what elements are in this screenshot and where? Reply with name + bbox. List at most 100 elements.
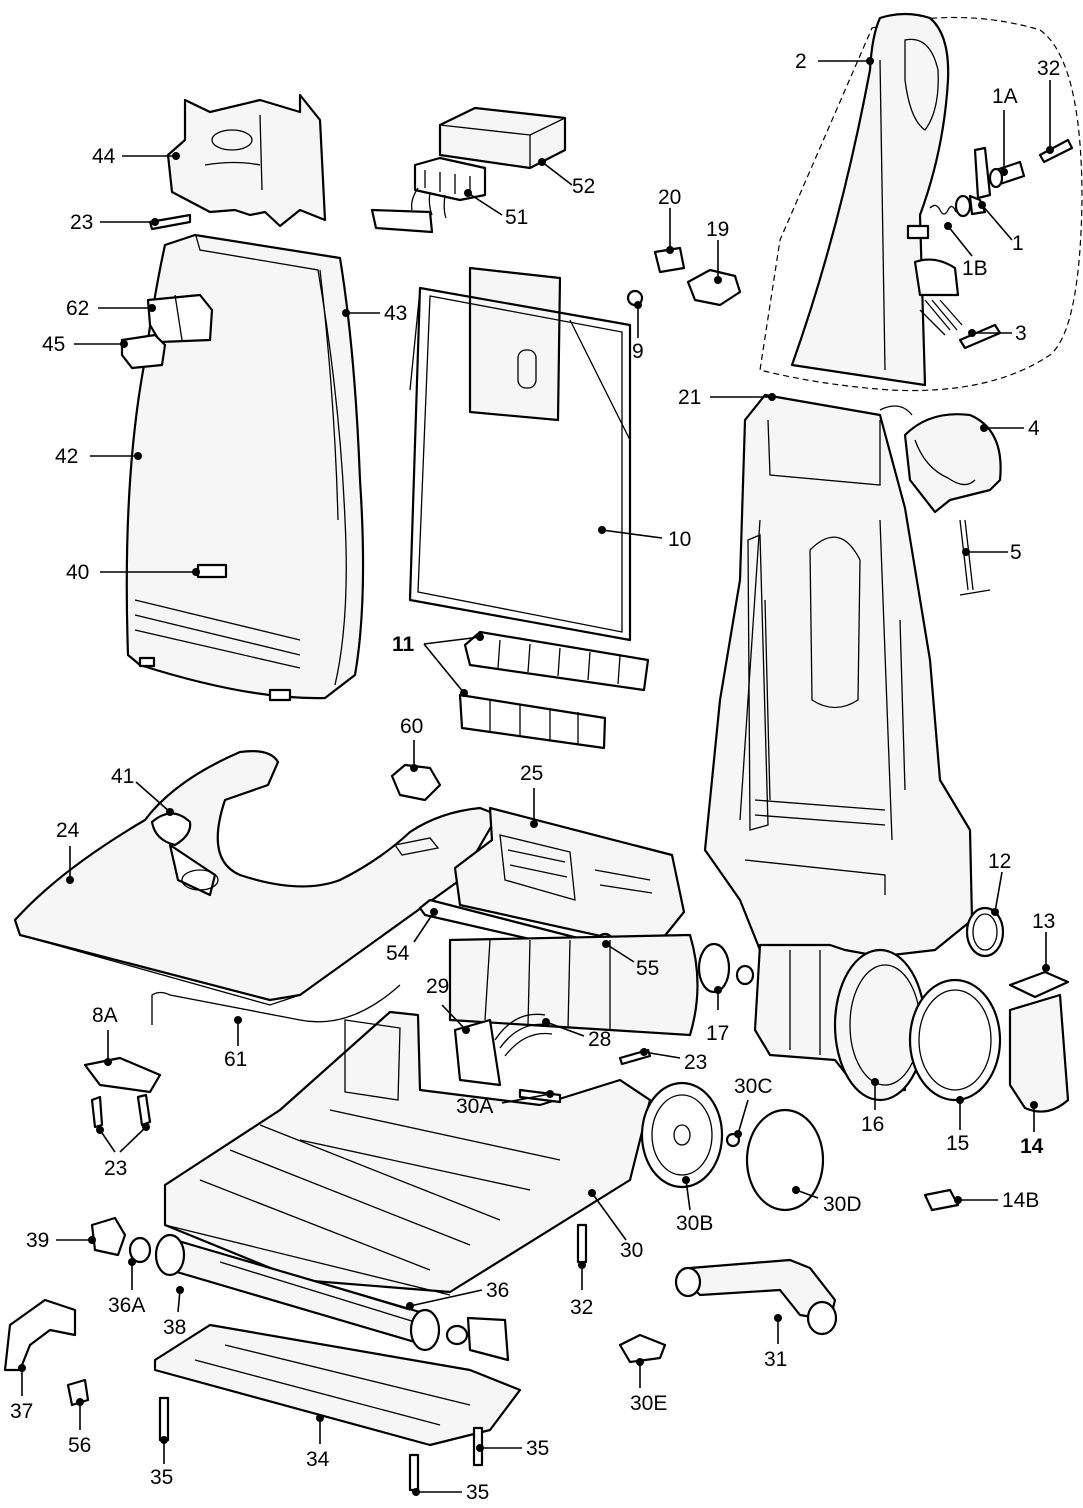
callout-p9: 9 xyxy=(632,301,644,363)
callout-p1: 1 xyxy=(978,201,1024,255)
callout-p11: 11 xyxy=(392,633,484,697)
rear-wheel-part xyxy=(640,1081,724,1189)
label-p37: 37 xyxy=(10,1400,33,1423)
nozzle-base-part xyxy=(163,1010,652,1296)
label-p20: 20 xyxy=(658,186,681,209)
label-p45: 45 xyxy=(42,333,65,356)
callout-p16: 16 xyxy=(861,1078,884,1136)
label-p38: 38 xyxy=(163,1316,186,1339)
cord-wire-part xyxy=(959,519,991,596)
callout-p35b: 35 xyxy=(476,1437,549,1460)
callout-p20: 20 xyxy=(658,186,681,254)
callout-p45: 45 xyxy=(42,333,128,356)
label-p23c: 23 xyxy=(104,1157,127,1180)
switch-parts xyxy=(626,246,742,307)
label-p34: 34 xyxy=(306,1448,330,1471)
bracket-8a-part xyxy=(83,1056,162,1129)
label-p42: 42 xyxy=(55,445,78,468)
label-p2: 2 xyxy=(795,50,807,73)
callout-p56: 56 xyxy=(68,1398,91,1457)
callout-p10: 10 xyxy=(598,526,691,551)
label-p30d: 30D xyxy=(823,1193,862,1216)
callout-p60: 60 xyxy=(400,715,423,772)
callout-p32a: 32 xyxy=(1037,57,1060,154)
label-p3: 3 xyxy=(1015,322,1027,345)
callout-p38: 38 xyxy=(163,1286,186,1339)
callout-p30b: 30B xyxy=(676,1176,713,1235)
callout-p29: 29 xyxy=(426,975,470,1034)
label-p9: 9 xyxy=(632,340,644,363)
label-p30: 30 xyxy=(620,1239,643,1262)
label-p32a: 32 xyxy=(1037,57,1060,80)
label-p55: 55 xyxy=(636,957,659,980)
label-p28: 28 xyxy=(588,1028,611,1051)
callout-p31: 31 xyxy=(764,1314,787,1371)
fan-tube-part xyxy=(448,933,731,1037)
label-p40: 40 xyxy=(66,561,89,584)
label-p36: 36 xyxy=(486,1279,509,1302)
label-p25: 25 xyxy=(520,762,543,785)
callout-p25: 25 xyxy=(520,762,543,828)
callout-p40: 40 xyxy=(66,561,200,584)
label-p10: 10 xyxy=(668,528,691,551)
label-p1a: 1A xyxy=(992,85,1018,108)
callout-p34: 34 xyxy=(306,1414,330,1471)
callout-p5: 5 xyxy=(962,541,1022,564)
bristle-part xyxy=(913,258,963,336)
label-p29: 29 xyxy=(426,975,449,998)
callout-p55: 55 xyxy=(602,940,659,980)
end-cap-parts xyxy=(3,1216,152,1407)
bottom-plate-part xyxy=(153,1323,522,1447)
callout-p15: 15 xyxy=(946,1096,969,1155)
label-p62: 62 xyxy=(66,297,89,320)
brushroll-part xyxy=(154,1233,510,1362)
label-p23b: 23 xyxy=(684,1051,707,1074)
handle-part xyxy=(790,12,950,387)
callout-p35c: 35 xyxy=(412,1481,489,1504)
top-cover-part xyxy=(166,93,327,228)
label-p19: 19 xyxy=(706,218,729,241)
callout-p14b: 14B xyxy=(954,1189,1039,1212)
label-p5: 5 xyxy=(1010,541,1022,564)
screw-32-part xyxy=(576,1223,588,1264)
label-p35a: 35 xyxy=(150,1466,173,1489)
callout-p35a: 35 xyxy=(150,1436,173,1489)
callout-p21: 21 xyxy=(678,386,776,409)
callout-p23c: 23 xyxy=(96,1123,150,1180)
base-cover-part xyxy=(13,750,500,1006)
callout-labels: 2 32 1A 1 1B 3 44 xyxy=(10,50,1060,1504)
label-p14: 14 xyxy=(1020,1135,1044,1158)
exhaust-cover-parts xyxy=(923,970,1070,1212)
screw-23-top-part xyxy=(148,213,192,231)
label-p1: 1 xyxy=(1012,232,1024,255)
label-p4: 4 xyxy=(1028,417,1040,440)
callout-p1a: 1A xyxy=(992,85,1018,176)
callout-p2: 2 xyxy=(795,50,874,73)
motor-part xyxy=(735,943,927,1102)
label-p56: 56 xyxy=(68,1434,91,1457)
label-p11: 11 xyxy=(392,633,415,656)
label-p51: 51 xyxy=(505,206,528,229)
callout-p30a: 30A xyxy=(456,1090,554,1118)
callout-p43: 43 xyxy=(342,302,407,325)
callout-p13: 13 xyxy=(1032,910,1055,972)
label-p17: 17 xyxy=(706,1022,729,1045)
small-switch-part xyxy=(390,763,442,802)
handle-group-outline xyxy=(759,16,1083,392)
callout-p61: 61 xyxy=(224,1016,247,1071)
callout-p30: 30 xyxy=(588,1189,643,1262)
label-p44: 44 xyxy=(92,145,116,168)
electrical-box-part xyxy=(438,106,567,170)
hose-adapter-parts xyxy=(453,1013,553,1087)
callout-p14: 14 xyxy=(1020,1101,1044,1158)
label-p32b: 32 xyxy=(570,1296,593,1319)
callout-p54: 54 xyxy=(386,908,438,965)
label-p23a: 23 xyxy=(70,211,93,234)
motor-ring-part xyxy=(908,978,1002,1102)
wheel-axle-part xyxy=(674,1258,838,1336)
label-p35c: 35 xyxy=(466,1481,489,1504)
label-p31: 31 xyxy=(764,1348,787,1371)
filter-cartridge-parts xyxy=(458,630,650,750)
callout-p62: 62 xyxy=(66,297,156,320)
label-p30e: 30E xyxy=(630,1392,667,1415)
